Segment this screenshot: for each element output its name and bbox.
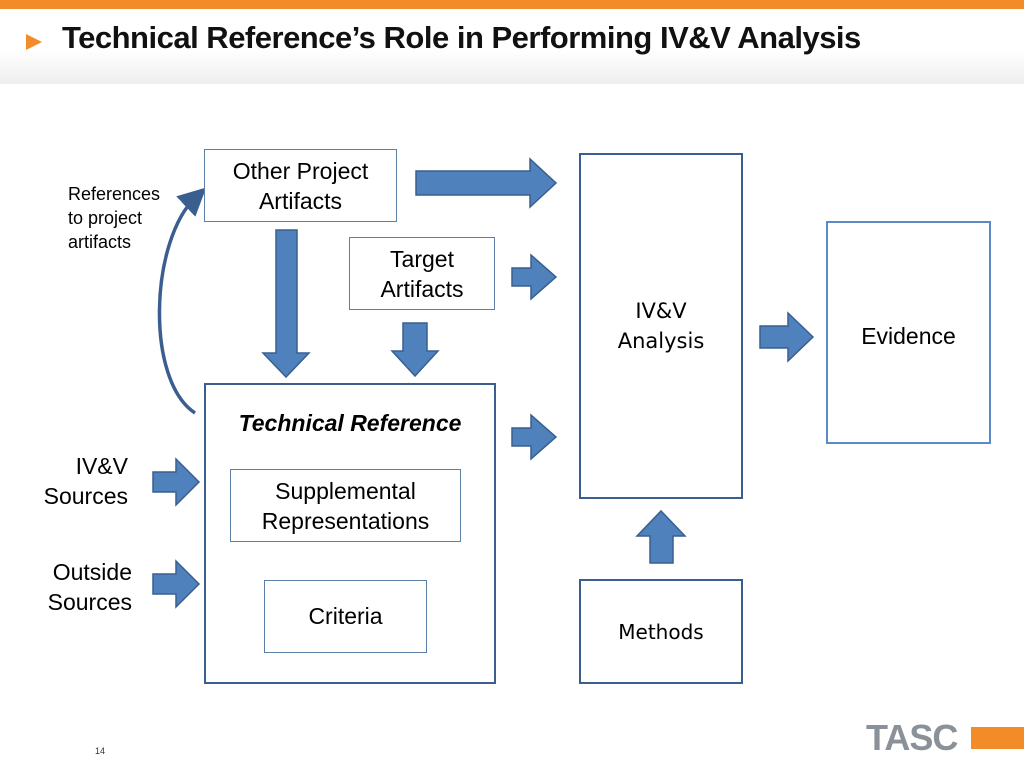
arrow-methods-to-analysis: [635, 509, 687, 564]
evidence-label: Evidence: [861, 323, 956, 349]
criteria-label: Criteria: [308, 603, 383, 629]
target-artifacts-label: Target Artifacts: [380, 245, 464, 302]
arrow-outside-sources: [152, 559, 201, 609]
arrow-artifacts-to-reference: [261, 229, 311, 379]
page-number: 14: [95, 746, 106, 756]
ivv-sources-label: IV&V Sources: [43, 453, 128, 509]
methods-label: Methods: [618, 619, 704, 644]
header-band: [0, 9, 1024, 84]
title-bullet-icon: [26, 34, 42, 50]
ivv-analysis-box: IV&V Analysis: [579, 153, 743, 499]
references-note-label: References to project artifacts: [68, 184, 161, 252]
arrow-target-to-reference: [390, 322, 440, 378]
criteria-box: Criteria: [264, 580, 427, 653]
tasc-logo: TASC: [866, 717, 958, 758]
methods-box: Methods: [579, 579, 743, 684]
logo-accent-block: [971, 727, 1024, 749]
references-curved-arrow: [157, 187, 207, 415]
supplemental-representations-label: Supplemental Representations: [261, 477, 430, 534]
target-artifacts-box: Target Artifacts: [349, 237, 495, 310]
arrow-analysis-to-evidence: [759, 311, 815, 363]
arrow-target-to-analysis: [511, 253, 558, 301]
arrow-reference-to-analysis: [511, 413, 558, 461]
arrow-artifacts-to-analysis: [415, 157, 558, 209]
evidence-box: Evidence: [826, 221, 991, 444]
top-accent-bar: [0, 0, 1024, 9]
outside-sources-label: Outside Sources: [47, 559, 132, 615]
other-project-artifacts-label: Other Project Artifacts: [232, 157, 369, 214]
other-project-artifacts-box: Other Project Artifacts: [204, 149, 397, 222]
technical-reference-label: Technical Reference: [238, 410, 462, 436]
supplemental-representations-box: Supplemental Representations: [230, 469, 461, 542]
slide-title: Technical Reference’s Role in Performing…: [62, 20, 861, 55]
ivv-analysis-label: IV&V Analysis: [617, 299, 705, 353]
arrow-ivv-sources: [152, 457, 201, 507]
